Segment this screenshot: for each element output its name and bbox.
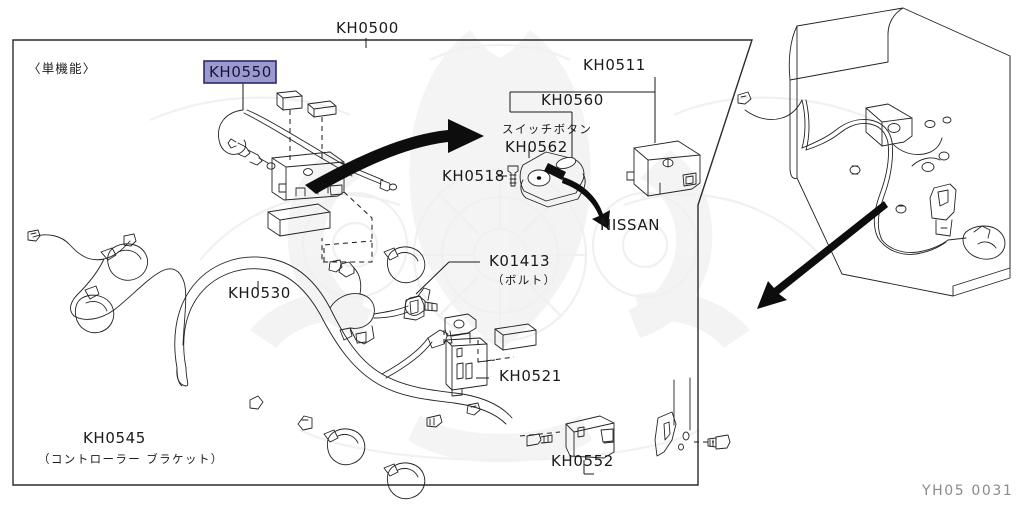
- highlighted-part-label[interactable]: KH0550: [203, 60, 277, 84]
- label-kh0511[interactable]: KH0511: [583, 56, 646, 74]
- label-k01413[interactable]: K01413: [489, 252, 550, 270]
- part-kh0562-switch: [497, 148, 610, 229]
- label-bolt-jp: （ボルト）: [492, 273, 557, 287]
- callout-arrow-door: [757, 201, 888, 309]
- label-kh0560[interactable]: KH0560: [541, 91, 604, 109]
- label-kh0552[interactable]: KH0552: [551, 452, 614, 470]
- part-kh0511-unit: [509, 77, 701, 197]
- part-k01413-bolt: [404, 261, 480, 316]
- label-nissan-callout: NISSAN: [600, 216, 660, 234]
- label-kh0562[interactable]: KH0562: [505, 138, 568, 156]
- highlight-label-text: KH0550: [209, 63, 272, 81]
- callout-arrow-main: [305, 119, 484, 194]
- label-switch-button-jp: スイッチボタン: [502, 122, 592, 136]
- door-illustration: [737, 7, 1011, 297]
- assembly-frame: [12, 39, 753, 486]
- part-kh0530-harness: [27, 229, 513, 500]
- label-kh0500[interactable]: KH0500: [336, 19, 399, 37]
- label-kh0530[interactable]: KH0530: [228, 284, 291, 302]
- label-kh0545[interactable]: KH0545: [83, 429, 146, 447]
- label-controller-bracket-jp: （コントローラー ブラケット）: [38, 452, 224, 466]
- label-variant-note: 〈単機能〉: [28, 61, 97, 76]
- label-kh0521[interactable]: KH0521: [499, 367, 562, 385]
- label-kh0518[interactable]: KH0518: [442, 167, 505, 185]
- part-kh0521-bracket: [443, 313, 537, 397]
- part-kh0552-stay: [519, 415, 615, 475]
- footer-sheet-code: YH05 0031: [921, 483, 1013, 499]
- part-panel-bracket-right: [654, 377, 731, 457]
